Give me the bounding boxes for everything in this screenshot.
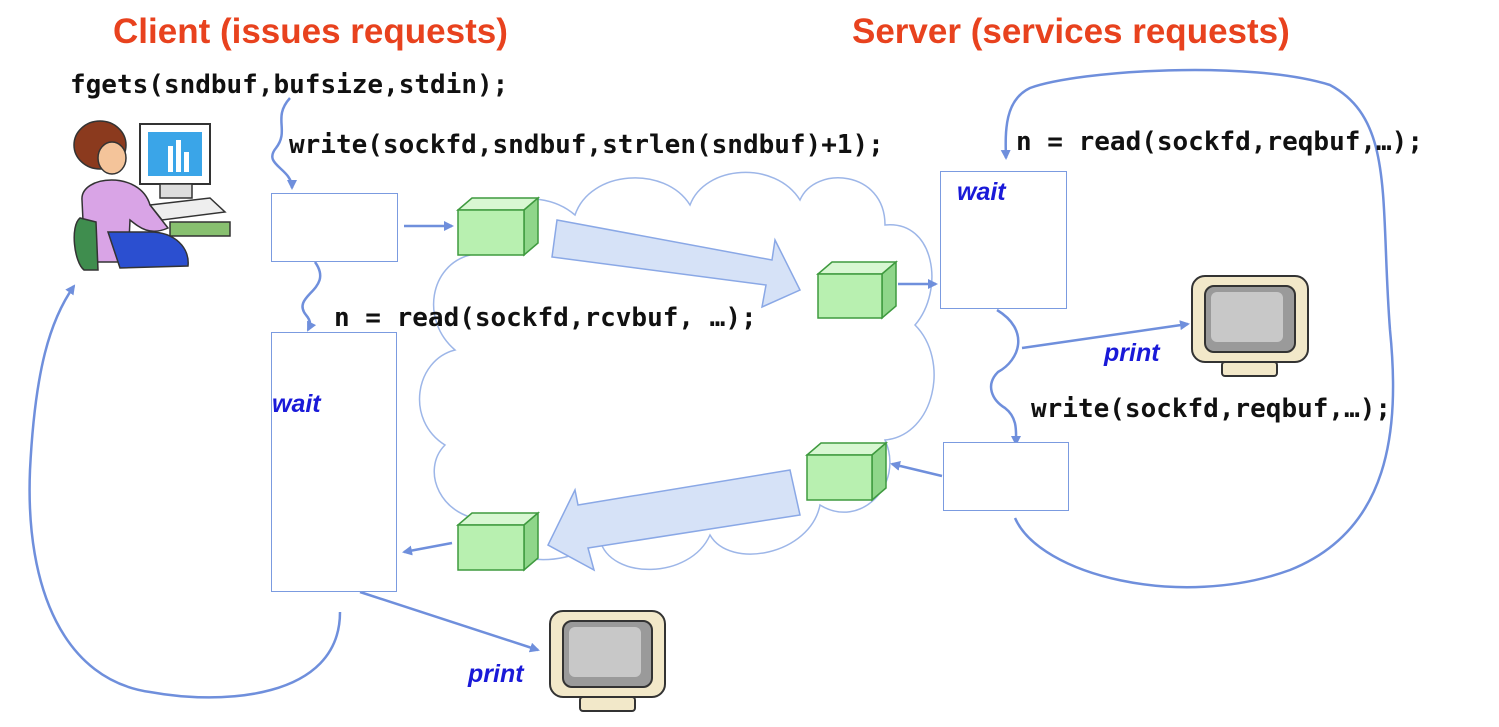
client-print-label: print: [468, 660, 524, 688]
arrow-packet-to-rcvbuf: [402, 541, 453, 556]
client-fgets-call: fgets(sndbuf,bufsize,stdin);: [70, 70, 509, 100]
flow-fgets-to-write: [271, 97, 297, 190]
server-wait-label: wait: [957, 178, 1006, 206]
monitor-icon-client: [549, 610, 666, 712]
flow-write-to-read: [301, 261, 322, 332]
request-transfer-arrow: [551, 219, 802, 309]
flow-rcvbuf-to-print: [359, 590, 540, 653]
flow-reqbuf-to-print: [1021, 320, 1190, 350]
packet-reply-incoming: [455, 511, 541, 572]
flow-client-loop-back: [28, 284, 342, 699]
client-receive-buffer: [271, 332, 397, 592]
server-title: Server (services requests): [852, 12, 1290, 51]
packet-request-outgoing: [455, 196, 541, 257]
client-send-buffer: [271, 193, 398, 262]
user-at-computer-icon: [73, 120, 231, 271]
monitor-icon-server: [1191, 275, 1309, 377]
client-wait-label: wait: [272, 390, 321, 418]
client-read-call: n = read(sockfd,rcvbuf, …);: [334, 303, 757, 333]
packet-request-incoming: [815, 260, 899, 320]
packet-reply-outgoing: [804, 441, 889, 502]
server-write-call: write(sockfd,reqbuf,…);: [1031, 394, 1392, 424]
server-print-label: print: [1104, 339, 1160, 367]
server-request-buffer: [940, 171, 1067, 309]
reply-transfer-arrow: [547, 469, 801, 572]
flow-reqbuf-to-write: [989, 308, 1022, 446]
server-reply-buffer: [943, 442, 1069, 511]
arrow-replybuf-to-packet: [890, 461, 943, 478]
client-title: Client (issues requests): [113, 12, 508, 51]
client-write-call: write(sockfd,sndbuf,strlen(sndbuf)+1);: [289, 130, 884, 160]
server-read-call: n = read(sockfd,reqbuf,…);: [1016, 127, 1423, 157]
flow-server-loop: [1000, 68, 1395, 589]
